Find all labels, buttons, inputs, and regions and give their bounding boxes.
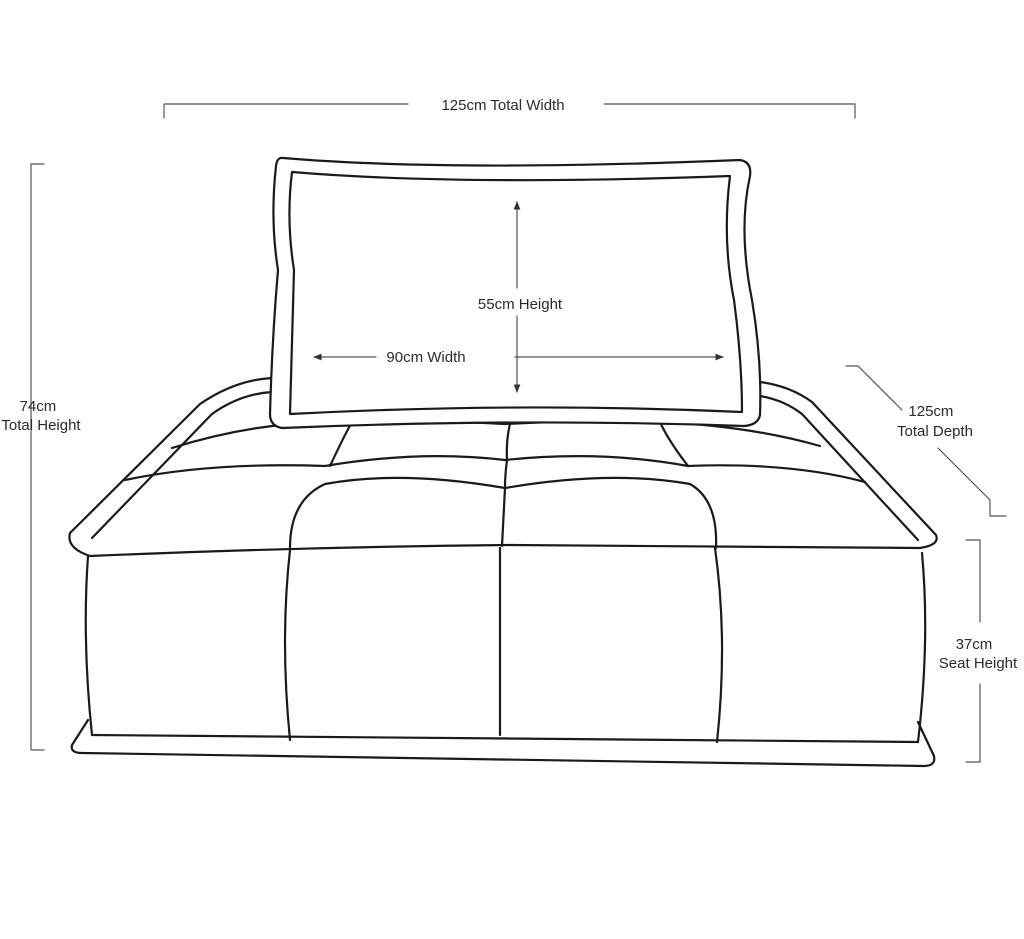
total-height-bracket — [30, 163, 45, 751]
seat-height-bracket-lower — [965, 683, 981, 763]
seat-height-bracket-upper — [965, 539, 981, 623]
total-depth-caption: Total Depth — [897, 423, 973, 440]
seat-tuft-row-middle — [123, 455, 867, 484]
seat-tuft-v4 — [503, 458, 509, 490]
seat-bottom-seam — [90, 733, 920, 744]
total-width-bracket-left — [163, 103, 409, 119]
seat-tuft-v5 — [500, 486, 507, 548]
seat-cushion — [68, 376, 938, 768]
total-depth-label: 125cm Total Depth — [897, 403, 973, 440]
total-width-label: 125cm Total Width — [441, 97, 564, 114]
seat-height-label: 37cm Seat Height — [939, 636, 1018, 672]
seat-right-side — [916, 551, 927, 744]
total-height-caption: Total Height — [1, 417, 81, 434]
total-height-value: 74cm — [20, 398, 57, 415]
seat-tuft-v2 — [505, 422, 512, 462]
pillow-width-label: 90cm Width — [386, 349, 465, 366]
seat-panel-seam-1 — [283, 548, 292, 742]
total-width-bracket-right — [603, 103, 856, 119]
pillow-height-dimension: 55cm Height — [478, 201, 563, 393]
seat-height-dimension: 37cm Seat Height — [939, 539, 1018, 763]
total-height-dimension: 74cm Total Height — [1, 163, 81, 751]
total-height-label: 74cm Total Height — [1, 398, 81, 434]
seat-height-value: 37cm — [956, 636, 993, 653]
seat-tuft-v1 — [328, 420, 354, 468]
total-depth-line-upper — [845, 365, 903, 411]
seat-bottom-flange — [70, 718, 936, 768]
total-depth-dimension: 125cm Total Depth — [845, 365, 1007, 517]
seat-left-side — [84, 554, 94, 737]
back-pillow — [268, 156, 762, 430]
total-depth-value: 125cm — [908, 403, 953, 420]
total-width-dimension: 125cm Total Width — [163, 97, 856, 119]
pillow-width-dimension: 90cm Width — [313, 349, 724, 366]
pillow-inner-seam — [288, 170, 744, 416]
seat-panel-seam-3 — [713, 546, 724, 744]
total-depth-line-lower — [937, 447, 1007, 517]
pillow-height-label: 55cm Height — [478, 296, 563, 313]
pillow-outer — [268, 156, 762, 430]
seat-height-caption: Seat Height — [939, 655, 1018, 672]
seat-tuft-v3 — [658, 420, 690, 468]
